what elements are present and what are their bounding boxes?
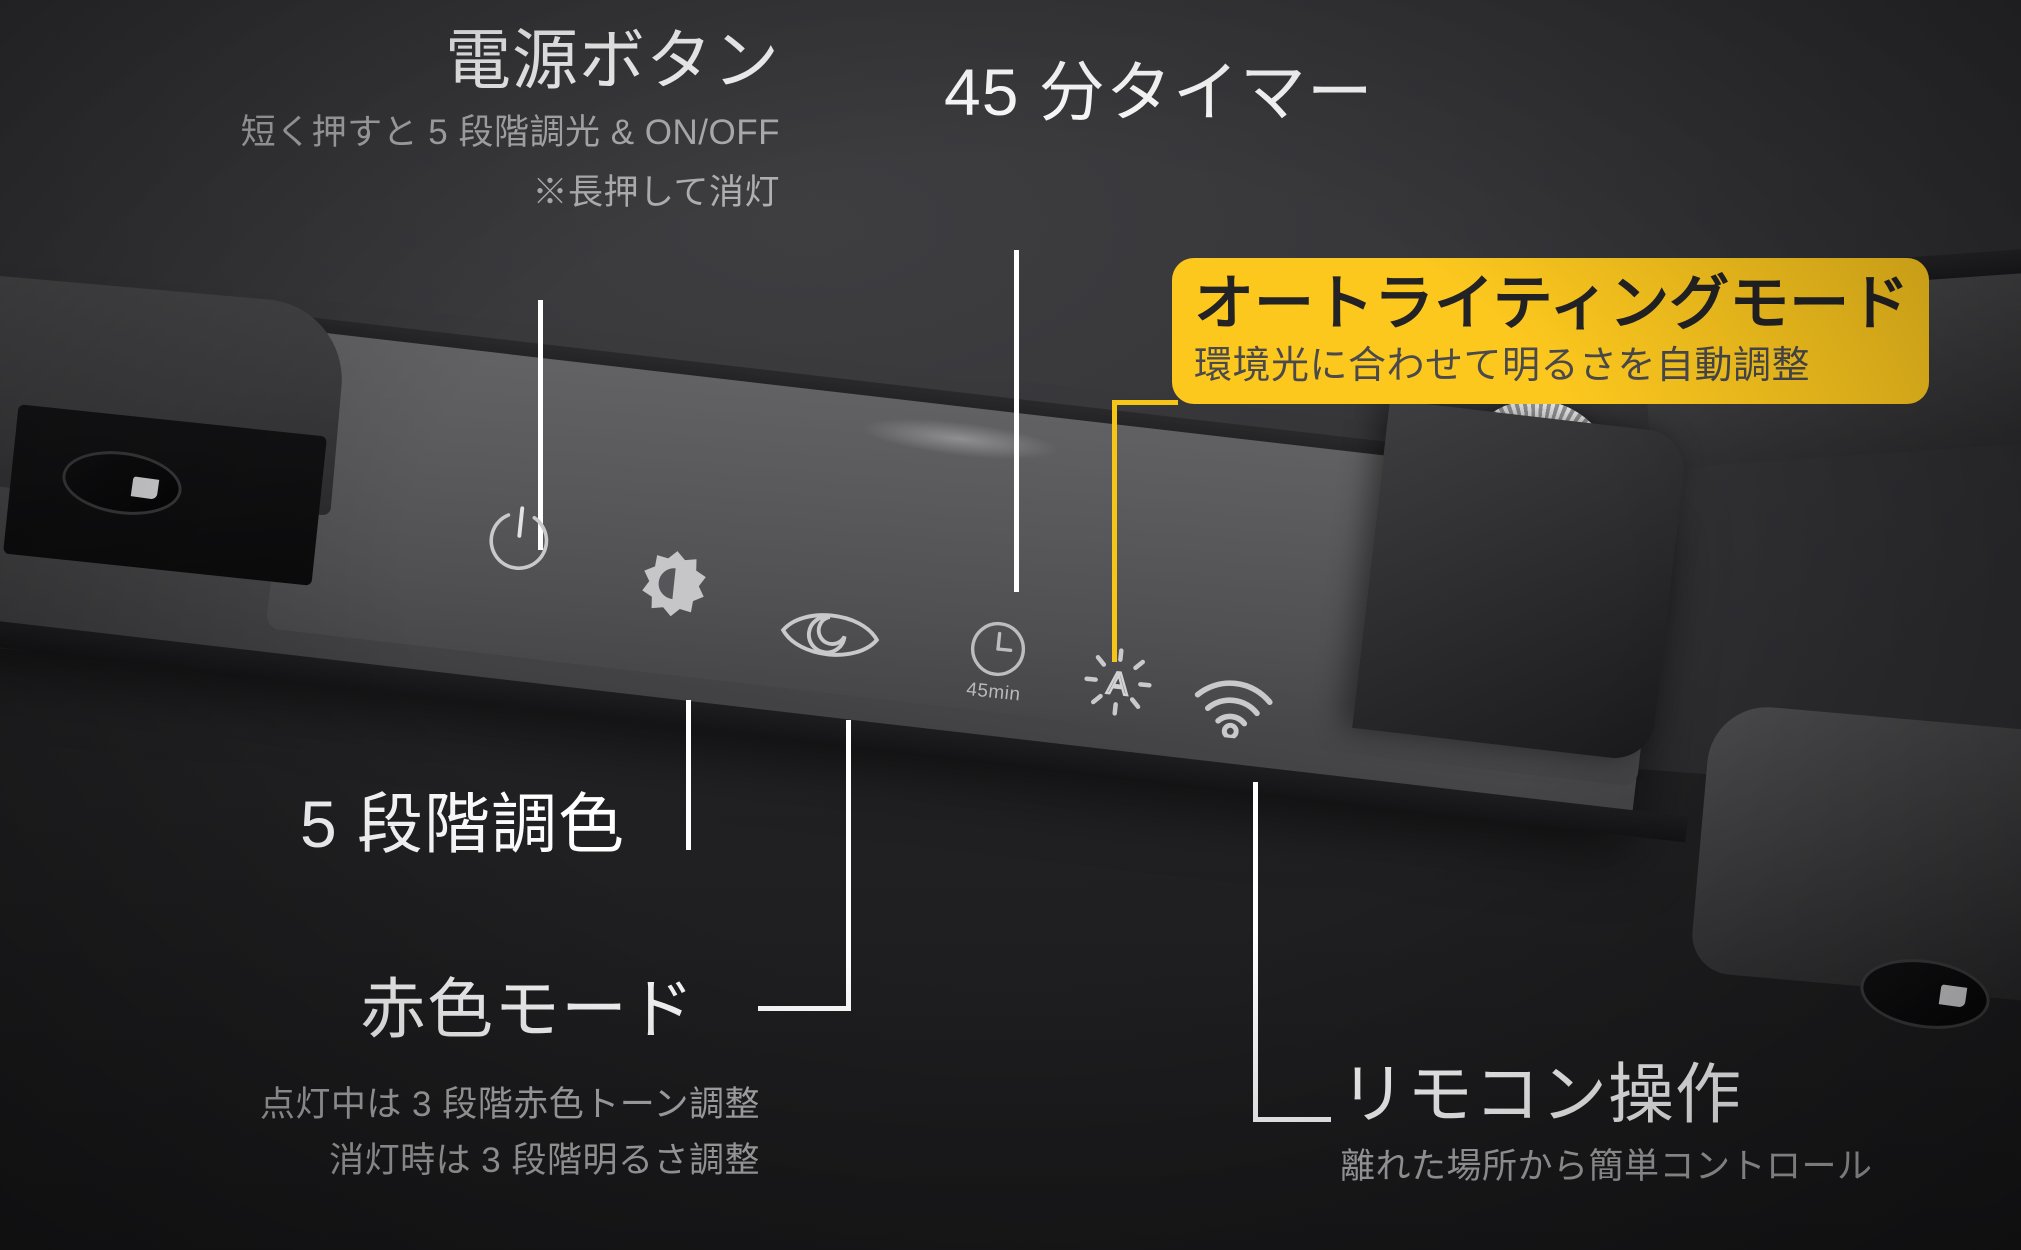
callout-red-mode-sub2: 消灯時は 3 段階明るさ調整 bbox=[80, 1138, 760, 1184]
leader-line-auto-horizontal bbox=[1112, 400, 1178, 405]
callout-color-temperature: 5 段階調色 bbox=[300, 789, 625, 860]
callout-color-temperature-title: 5 段階調色 bbox=[300, 789, 625, 860]
callout-red-mode: 赤色モード bbox=[360, 974, 695, 1045]
callout-red-mode-details: 点灯中は 3 段階赤色トーン調整 消灯時は 3 段階明るさ調整 bbox=[80, 1082, 760, 1184]
auto-lighting-icon[interactable]: A bbox=[1078, 642, 1157, 721]
timer-icon[interactable]: 45min bbox=[964, 615, 1032, 706]
callout-auto-lighting: オートライティングモード 環境光に合わせて明るさを自動調整 bbox=[1172, 258, 1930, 405]
svg-text:A: A bbox=[1106, 664, 1131, 702]
callout-remote-sub: 離れた場所から簡単コントロール bbox=[1340, 1144, 1873, 1190]
callout-power-sub2: ※長押して消灯 bbox=[80, 170, 780, 216]
leader-line-auto-vertical bbox=[1112, 400, 1117, 662]
remote-signal-icon[interactable] bbox=[1187, 668, 1279, 743]
callout-auto-sub: 環境光に合わせて明るさを自動調整 bbox=[1194, 345, 1909, 389]
eye-icon[interactable] bbox=[775, 595, 886, 675]
leader-line-red-horizontal bbox=[758, 1006, 851, 1011]
leader-line-red-vertical bbox=[846, 720, 851, 1010]
leader-line-remote-horizontal bbox=[1253, 1117, 1331, 1122]
power-icon[interactable] bbox=[476, 496, 562, 582]
callout-remote: リモコン操作 離れた場所から簡単コントロール bbox=[1340, 1059, 1873, 1190]
callout-red-mode-sub1: 点灯中は 3 段階赤色トーン調整 bbox=[80, 1082, 760, 1128]
callout-timer-title: 45 分タイマー bbox=[944, 57, 1374, 128]
callout-power-title: 電源ボタン bbox=[80, 25, 780, 96]
leader-line-color-temp bbox=[686, 700, 691, 850]
callout-power: 電源ボタン 短く押すと 5 段階調光 & ON/OFF ※長押して消灯 bbox=[80, 25, 780, 216]
callout-auto-title: オートライティングモード bbox=[1194, 271, 1909, 337]
brightness-icon[interactable] bbox=[634, 544, 713, 623]
leader-line-remote-vertical bbox=[1253, 782, 1258, 1122]
callout-timer: 45 分タイマー bbox=[944, 57, 1374, 128]
callout-red-mode-title: 赤色モード bbox=[360, 974, 695, 1045]
callout-power-sub1: 短く押すと 5 段階調光 & ON/OFF bbox=[80, 110, 780, 156]
leader-line-power bbox=[538, 300, 543, 550]
leader-line-timer bbox=[1014, 250, 1019, 592]
callout-remote-title: リモコン操作 bbox=[1340, 1059, 1873, 1130]
